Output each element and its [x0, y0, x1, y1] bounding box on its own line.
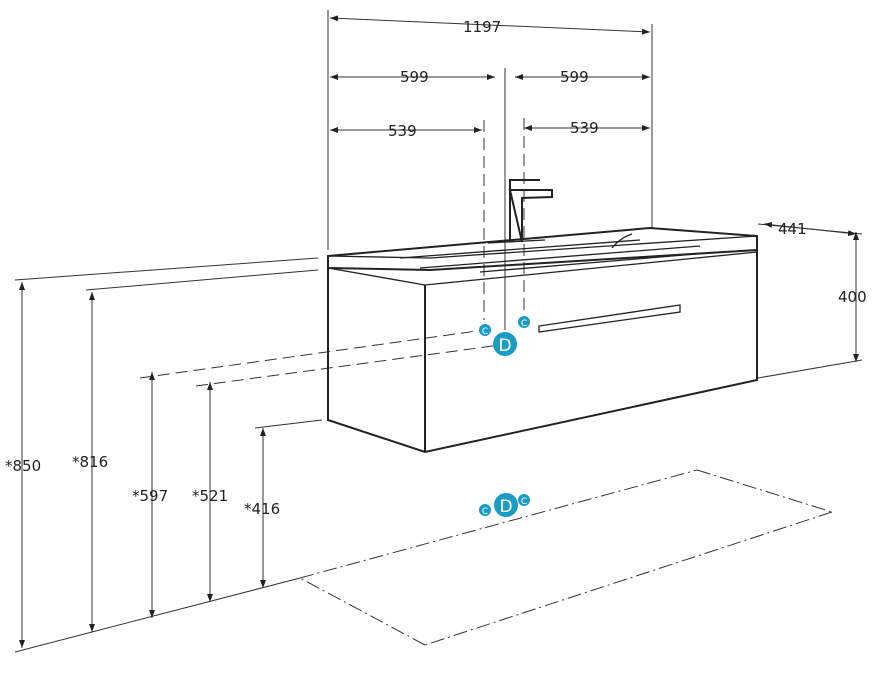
- dimension-labels: 1197 599 599 539 539 441 400 *850 *816 *…: [5, 18, 867, 518]
- extension-lines: [14, 10, 863, 653]
- pipe-center-lines: [139, 118, 833, 646]
- faucet-icon: [487, 179, 553, 244]
- drawer-handle: [538, 304, 681, 333]
- floor-hot-marker: [518, 494, 530, 506]
- svg-text:D: D: [499, 497, 512, 517]
- svg-text:C: C: [521, 497, 527, 507]
- connection-markers: C C D C C D: [479, 316, 530, 517]
- drain-marker: [493, 332, 517, 356]
- label-400: 400: [838, 288, 867, 306]
- label-539-right: 539: [570, 119, 599, 137]
- svg-text:C: C: [482, 507, 488, 517]
- svg-text:C: C: [521, 319, 527, 329]
- cold-water-marker: [479, 324, 491, 336]
- label-816: *816: [72, 453, 108, 471]
- label-597: *597: [132, 487, 168, 505]
- hot-water-marker: [518, 316, 530, 328]
- label-416: *416: [244, 500, 280, 518]
- label-599-right: 599: [560, 68, 589, 86]
- svg-text:C: C: [482, 327, 488, 337]
- label-1197: 1197: [463, 18, 501, 36]
- label-850: *850: [5, 457, 41, 475]
- svg-text:D: D: [498, 336, 511, 356]
- label-441: 441: [778, 220, 807, 238]
- dimension-lines: [19, 15, 859, 648]
- floor-cold-marker: [479, 504, 491, 516]
- label-521: *521: [192, 487, 228, 505]
- vanity-cabinet: [327, 226, 758, 454]
- floor-drain-marker: [494, 493, 518, 517]
- label-539-left: 539: [388, 122, 417, 140]
- label-599-left: 599: [400, 68, 429, 86]
